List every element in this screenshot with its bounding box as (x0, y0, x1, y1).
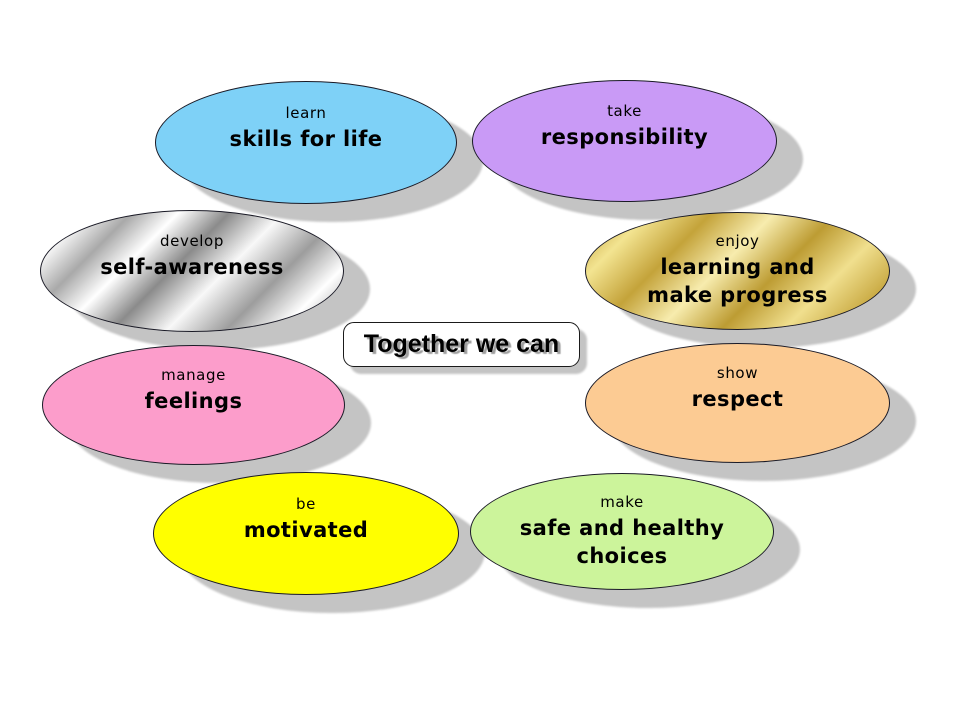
bubble-phrase: motivated (243, 517, 369, 542)
bubble-text: show respect (692, 364, 784, 413)
bubble-feelings: manage feelings (42, 345, 345, 465)
bubble-verb: learn (285, 103, 327, 122)
bubble-text: be motivated (244, 495, 368, 544)
bubble-phrase: responsibility (540, 125, 709, 150)
bubble-phrase: respect (691, 387, 784, 412)
bubble-respect: show respect (585, 343, 890, 463)
center-title-box: Together we can (343, 322, 580, 367)
bubble-verb: take (607, 102, 642, 121)
bubble-verb: be (296, 494, 316, 513)
bubble-verb: show (716, 364, 759, 383)
bubble-phrase: feelings (144, 389, 243, 414)
bubble-phrase: skills for life (229, 126, 383, 151)
bubble-verb: enjoy (715, 232, 760, 251)
bubble-verb: make (600, 492, 644, 511)
bubble-safe-and-healthy-choices: make safe and healthy choices (470, 473, 774, 590)
center-title: Together we can (363, 330, 560, 358)
bubble-phrase: safe and healthy choices (519, 515, 725, 568)
bubble-text: develop self-awareness (100, 232, 284, 281)
bubble-text: take responsibility (541, 102, 708, 151)
bubble-phrase: self-awareness (100, 255, 284, 280)
bubble-motivated: be motivated (153, 472, 459, 595)
bubble-learning-and-make-progress: enjoy learning and make progress (585, 212, 890, 330)
bubble-text: learn skills for life (230, 104, 383, 153)
bubble-text: make safe and healthy choices (520, 493, 724, 570)
bubble-phrase: learning and make progress (647, 255, 828, 308)
bubble-text: manage feelings (145, 366, 243, 415)
bubble-verb: develop (160, 232, 224, 251)
bubble-text: enjoy learning and make progress (647, 232, 828, 309)
bubble-responsibility: take responsibility (472, 80, 777, 202)
bubble-skills-for-life: learn skills for life (155, 81, 457, 204)
bubble-verb: manage (161, 366, 226, 385)
bubble-self-awareness: develop self-awareness (40, 210, 344, 332)
